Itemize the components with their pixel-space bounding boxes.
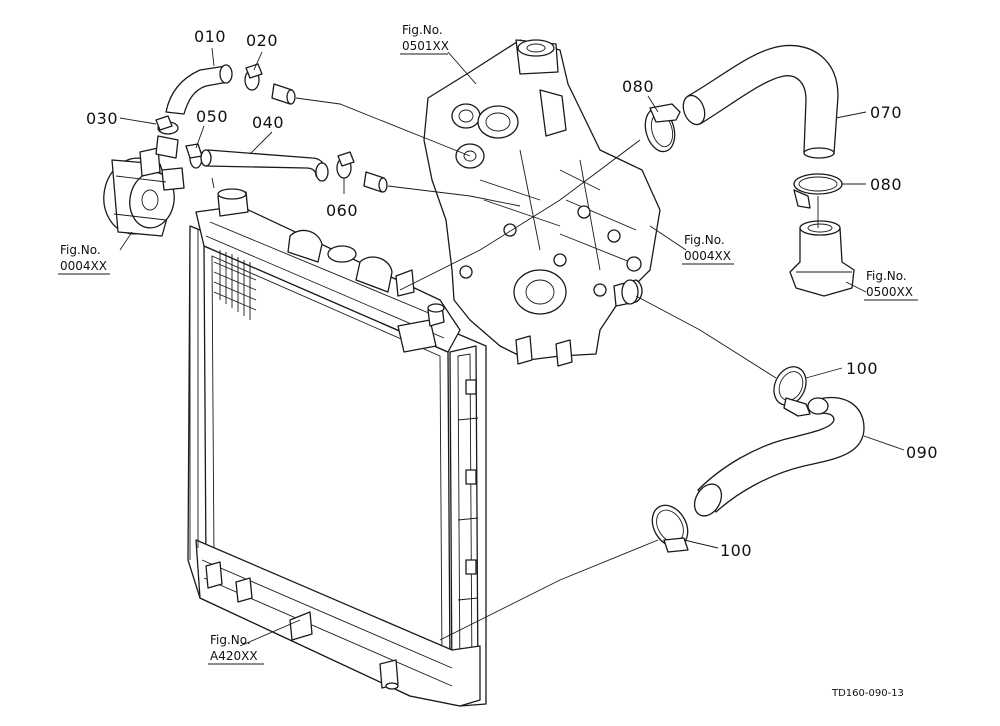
svg-text:0004XX: 0004XX (684, 249, 731, 263)
hose-clamp-050[interactable] (185, 143, 203, 169)
callout-080-left: 080 (622, 77, 654, 96)
oil-hose-010[interactable] (165, 64, 233, 115)
hose-clamp-100-lower[interactable] (645, 499, 695, 553)
ref-engine-top: Fig.No. 0501XX (400, 23, 449, 55)
svg-text:0004XX: 0004XX (60, 259, 107, 273)
hose-clamp-030[interactable] (155, 115, 179, 159)
svg-text:Fig.No.: Fig.No. (402, 23, 443, 37)
ref-engine-side: Fig.No. 0004XX (682, 233, 734, 265)
figure-references: Fig.No. 0501XX Fig.No. 0004XX Fig.No. 00… (58, 23, 918, 665)
thermostat-housing[interactable] (789, 220, 855, 297)
engine-gear-case[interactable] (423, 39, 661, 367)
callout-090: 090 (906, 443, 938, 462)
svg-text:Fig.No.: Fig.No. (866, 269, 907, 283)
upper-radiator-hose[interactable] (679, 44, 839, 159)
callout-040: 040 (252, 113, 284, 132)
svg-text:Fig.No.: Fig.No. (60, 243, 101, 257)
callout-070: 070 (870, 103, 902, 122)
callout-labels: 010 020 030 050 040 060 080 070 080 100 … (86, 27, 938, 560)
svg-text:0501XX: 0501XX (402, 39, 449, 53)
hose-clamp-060[interactable] (336, 151, 388, 193)
callout-020: 020 (246, 31, 278, 50)
svg-text:Fig.No.: Fig.No. (210, 633, 251, 647)
ref-thermostat: Fig.No. 0500XX (864, 269, 918, 301)
svg-text:0500XX: 0500XX (866, 285, 913, 299)
hose-clamp-020[interactable] (244, 63, 296, 105)
oil-cooler[interactable] (98, 147, 185, 239)
ref-radiator: Fig.No. A420XX (208, 633, 264, 665)
ref-oil-cooler: Fig.No. 0004XX (58, 243, 110, 275)
callout-030: 030 (86, 109, 118, 128)
svg-text:Fig.No.: Fig.No. (684, 233, 725, 247)
callout-060: 060 (326, 201, 358, 220)
lower-radiator-hose[interactable] (689, 396, 865, 521)
callout-080-right: 080 (870, 175, 902, 194)
svg-text:A420XX: A420XX (210, 649, 258, 663)
callout-100-lower: 100 (720, 541, 752, 560)
assembly-lines (119, 47, 905, 647)
callout-050: 050 (196, 107, 228, 126)
callout-100-upper: 100 (846, 359, 878, 378)
callout-010: 010 (194, 27, 226, 46)
hose-clamp-100-upper[interactable] (768, 362, 812, 417)
radiator[interactable] (187, 188, 487, 707)
drawing-code: TD160-090-13 (831, 688, 904, 699)
oil-hose-040[interactable] (200, 149, 329, 182)
hose-clamp-080-left[interactable] (641, 103, 681, 155)
